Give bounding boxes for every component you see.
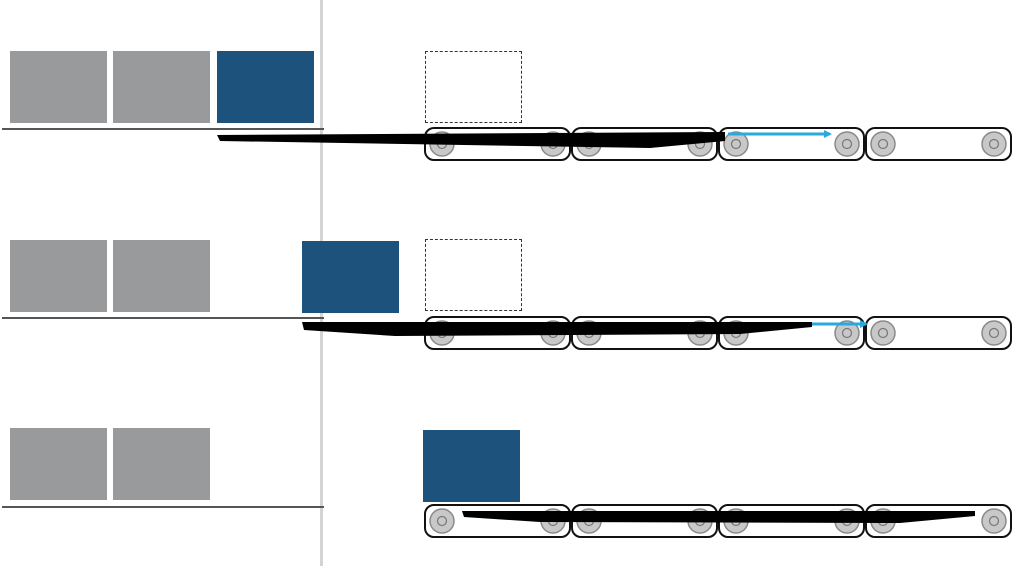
active-box: [217, 51, 314, 123]
shelf-line: [2, 317, 324, 319]
queued-box: [10, 240, 107, 312]
shelf-line: [2, 506, 324, 508]
roller-hub: [988, 515, 1000, 527]
roller: [870, 320, 896, 346]
conveyor-module: [865, 127, 1012, 161]
active-box: [302, 241, 399, 313]
pusher-wedge: [217, 132, 725, 148]
roller: [981, 508, 1007, 534]
roller-hub: [988, 138, 1000, 150]
roller-hub: [841, 138, 853, 150]
roller: [981, 131, 1007, 157]
active-box: [423, 430, 520, 502]
pusher-wedge: [302, 322, 812, 336]
roller-hub: [988, 327, 1000, 339]
roller: [834, 320, 860, 346]
queued-box: [113, 51, 210, 123]
roller-hub: [841, 327, 853, 339]
queued-box: [10, 51, 107, 123]
roller: [870, 131, 896, 157]
queued-box: [10, 428, 107, 500]
roller-hub: [877, 138, 889, 150]
ghost-box-slot: [425, 239, 522, 311]
roller-hub: [877, 327, 889, 339]
queued-box: [113, 428, 210, 500]
roller: [981, 320, 1007, 346]
shelf-line: [2, 128, 324, 130]
roller-hub: [436, 515, 448, 527]
roller: [429, 508, 455, 534]
queued-box: [113, 240, 210, 312]
ghost-box-slot: [425, 51, 522, 123]
roller-hub: [730, 138, 742, 150]
conveyor-module: [865, 316, 1012, 350]
roller: [723, 131, 749, 157]
pusher-wedge: [462, 511, 975, 523]
roller: [834, 131, 860, 157]
